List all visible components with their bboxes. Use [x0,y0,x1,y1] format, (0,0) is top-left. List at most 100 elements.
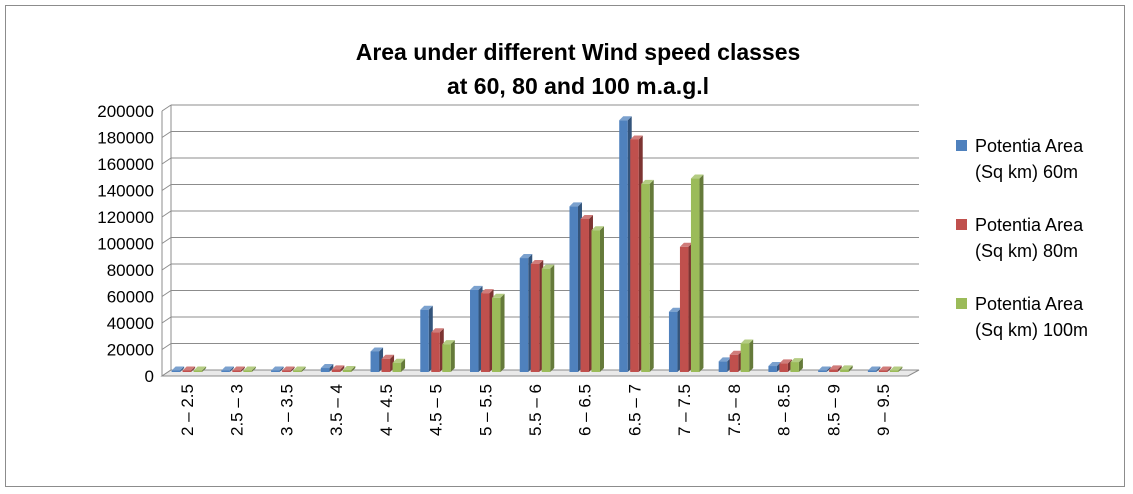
bar-1-2.5–3 [221,366,234,372]
x-tick-label: 6.5 – 7 [625,384,644,436]
bar-3-9–9.5 [889,366,903,372]
bar-1-6–6.5 [569,202,582,372]
bar-2-2.5–3 [232,366,245,372]
legend-label: Potentia Area [975,215,1084,235]
bar-1-3.5–4 [320,364,334,372]
y-tick-label: 20000 [107,341,154,360]
gridline-side [161,184,172,191]
bar-2-9–9.5 [878,366,892,372]
bar-2-4.5–5 [431,328,444,372]
y-tick-label: 0 [145,367,154,386]
y-tick-label: 100000 [97,235,154,254]
bar-1-5–5.5 [470,285,483,372]
y-tick-label: 40000 [107,314,154,333]
y-tick-label: 60000 [107,288,154,307]
x-tick-label: 7.5 – 8 [725,384,744,436]
bar-3-4.5–5 [442,340,455,372]
chart-frame: Area under different Wind speed classes … [5,5,1125,487]
bar-3-7.5–8 [740,339,754,372]
bar-2-6–6.5 [580,214,593,372]
x-tick-label: 5.5 – 6 [526,384,545,436]
bar-1-5.5–6 [519,254,533,372]
bar-2-3–3.5 [282,366,295,372]
x-tick-label: 8.5 – 9 [824,384,843,436]
bar-2-4–4.5 [381,354,395,372]
bar-1-2–2.5 [171,366,185,372]
bar-2-6.5–7 [630,135,643,372]
bar-2-8.5–9 [829,365,842,372]
gridline-side [161,131,172,138]
legend-item-1: Potentia Area (Sq km) 60m [956,136,1084,182]
chart-title-line-2: at 60, 80 and 100 m.a.g.l [447,73,709,99]
x-tick-label: 2.5 – 3 [228,384,247,436]
legend-label: Potentia Area [975,294,1084,314]
bar-3-7–7.5 [690,174,704,372]
bar-2-3.5–4 [331,365,345,372]
gridline-side [161,104,172,112]
y-tick-label: 80000 [107,261,154,280]
bar-3-8.5–9 [840,365,853,372]
gridline-side [161,157,172,165]
gridline-side [161,316,172,324]
bar-1-3–3.5 [271,366,284,372]
gridline-side [161,210,172,218]
bars [171,116,903,372]
chart-title-line-1: Area under different Wind speed classes [356,39,801,65]
legend-label: (Sq km) 60m [975,162,1078,182]
bar-3-3.5–4 [342,366,356,372]
gridline-side [161,290,172,297]
legend-label: (Sq km) 80m [975,241,1078,261]
legend-swatch [956,219,967,230]
x-tick-label: 8 – 8.5 [775,384,794,436]
legend-item-3: Potentia Area (Sq km) 100m [956,294,1088,340]
legend-item-2: Potentia Area (Sq km) 80m [956,215,1084,261]
legend-swatch [956,298,967,309]
bar-2-2–2.5 [182,366,196,372]
legend-label: Potentia Area [975,136,1084,156]
legend-label: (Sq km) 100m [975,320,1088,340]
x-tick-label: 2 – 2.5 [178,384,197,436]
bar-3-5–5.5 [492,293,505,372]
y-tick-label: 200000 [97,102,154,121]
bar-2-7–7.5 [679,242,693,372]
bar-2-7.5–8 [729,350,743,372]
bar-1-4–4.5 [370,347,384,372]
bar-1-6.5–7 [619,116,632,372]
x-tick-label: 3 – 3.5 [277,384,296,436]
legend-swatch [956,140,967,151]
x-tick-label: 4 – 4.5 [377,384,396,436]
bar-2-5–5.5 [481,289,494,372]
bar-2-5.5–6 [530,260,544,372]
x-tick-label: 5 – 5.5 [476,384,495,436]
x-tick-label: 7 – 7.5 [675,384,694,436]
bar-3-2–2.5 [193,366,207,372]
bar-3-6.5–7 [641,179,654,372]
gridline-side [161,263,172,271]
bar-3-6–6.5 [591,226,604,372]
gridline-side [161,343,172,350]
y-axis-ticks: 0 20000 40000 60000 80000 100000 120000 140000 1… [97,102,154,386]
y-tick-label: 140000 [97,182,154,201]
bar-3-3–3.5 [293,366,306,372]
x-axis-ticks: 2 – 2.5 2.5 – 3 3 – 3.5 3.5 – 4 4 – 4.5 4.5 –… [178,384,893,436]
x-tick-label: 4.5 – 5 [427,384,446,436]
bar-3-2.5–3 [243,366,256,372]
bar-3-4–4.5 [392,358,406,372]
bar-1-9–9.5 [867,366,881,372]
bar-1-7–7.5 [668,307,682,372]
x-tick-label: 6 – 6.5 [576,384,595,436]
x-tick-label: 9 – 9.5 [874,384,893,436]
bar-3-8–8.5 [790,358,803,372]
bar-3-5.5–6 [541,264,555,372]
bar-1-8.5–9 [818,366,831,372]
bar-1-7.5–8 [718,357,732,372]
bar-1-4.5–5 [420,305,433,372]
x-tick-label: 3.5 – 4 [327,384,346,436]
y-tick-label: 120000 [97,208,154,227]
y-tick-label: 180000 [97,129,154,148]
gridline-side [161,237,172,244]
bar-chart: Area under different Wind speed classes … [97,39,1088,436]
y-tick-label: 160000 [97,155,154,174]
chart-title: Area under different Wind speed classes … [356,39,801,99]
